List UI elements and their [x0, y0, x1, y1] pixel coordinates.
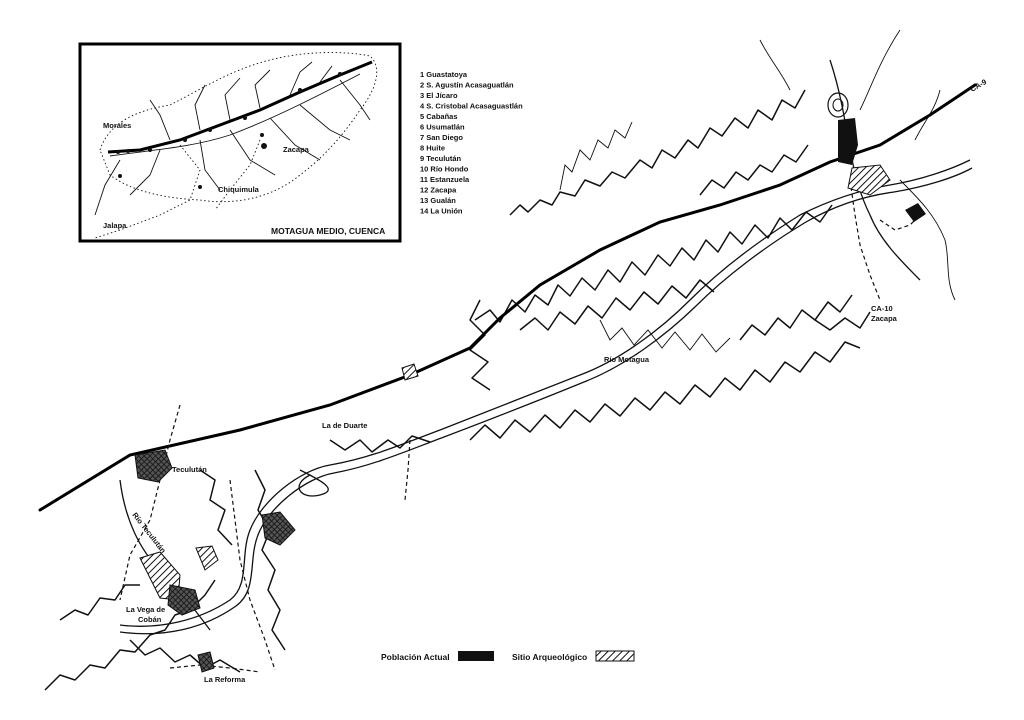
index-item: 2 S. Agustín Acasaguatlán — [420, 81, 514, 90]
contour-north — [509, 89, 806, 216]
label-rio-teculutan: Río Teculután — [130, 511, 168, 556]
contour-north-2 — [699, 144, 809, 196]
index-item: 3 El Jícaro — [420, 91, 458, 100]
site-south-central — [261, 511, 296, 546]
label-rio-motagua: Río Motagua — [604, 355, 650, 364]
index-item: 13 Gualán — [420, 196, 456, 205]
inset-map: Morales Zacapa Chiquimula Jalapa MOTAGUA… — [78, 42, 402, 243]
legend: Población Actual Sitio Arqueológico — [381, 650, 635, 662]
road-dashed-east — [879, 214, 921, 231]
inset-tributaries — [94, 61, 371, 216]
label-la-reforma: La Reforma — [204, 675, 246, 684]
town-zacapa-hill-inner — [832, 98, 844, 112]
contour-north-3 — [559, 121, 633, 191]
rio-motagua-bank — [119, 167, 973, 635]
town-east — [905, 203, 926, 222]
inset-title: MOTAGUA MEDIO, CUENCA — [271, 226, 385, 236]
road-dashed-reforma — [169, 664, 261, 673]
index-item: 6 Usumatlán — [420, 123, 465, 132]
index-item: 11 Estanzuela — [420, 175, 470, 184]
label-ca9: CA-9 — [969, 77, 989, 94]
label-la-vega-2: Cobán — [138, 615, 162, 624]
index-item: 9 Teculután — [420, 154, 462, 163]
legend-swatch-poblacion — [458, 651, 494, 661]
inset-label-morales: Morales — [103, 121, 131, 130]
label-teculutan: Teculután — [172, 465, 207, 474]
river-oxbow — [298, 469, 329, 497]
site-la-vega-2 — [167, 584, 201, 616]
inset-label-jalapa: Jalapa — [103, 221, 127, 230]
contour-middle-fingers — [599, 319, 731, 353]
index-item: 8 Huite — [420, 144, 445, 153]
label-la-vega-1: La Vega de — [126, 605, 165, 614]
label-ca10: CA-10 — [871, 304, 893, 313]
inset-label-zacapa: Zacapa — [283, 145, 310, 154]
contour-middle-2 — [519, 279, 715, 331]
site-reforma — [197, 651, 215, 673]
contour-south — [469, 341, 861, 441]
label-la-de-duarte: La de Duarte — [322, 421, 367, 430]
rio-motagua — [119, 159, 971, 627]
town-zacapa — [838, 118, 858, 165]
inset-towns — [116, 72, 342, 189]
inset-river — [109, 73, 361, 157]
index-list: 1 Guastatoya 2 S. Agustín Acasaguatlán 3… — [420, 70, 523, 216]
legend-label-sitio: Sitio Arqueológico — [512, 652, 587, 662]
index-item: 12 Zacapa — [420, 186, 457, 195]
road-ca10 — [849, 179, 881, 301]
inset-road-zacapa — [214, 139, 261, 211]
label-zacapa: Zacapa — [871, 314, 898, 323]
inset-label-chiquimula: Chiquimula — [218, 185, 260, 194]
inset-road-south — [94, 144, 201, 239]
contour-sw-2 — [59, 584, 140, 621]
road-dashed-west — [119, 404, 181, 601]
contour-west-low — [329, 435, 431, 453]
inset-frame — [78, 42, 402, 243]
river-east — [899, 179, 956, 301]
legend-swatch-sitio — [595, 650, 635, 662]
inset-road — [107, 60, 373, 154]
contour-sw-3 — [129, 639, 241, 673]
index-item: 1 Guastatoya — [420, 70, 468, 79]
contour-sw-4 — [254, 469, 286, 651]
legend-label-poblacion: Población Actual — [381, 652, 450, 662]
road-dashed-duarte — [404, 439, 411, 501]
main-map: CA-9 CA-10 Zacapa Río Motagua La de Duar… — [38, 29, 989, 691]
index-item: 10 Río Hondo — [420, 165, 469, 174]
site-highway — [401, 363, 419, 381]
site-tec-river — [195, 545, 219, 571]
contour-west-central — [469, 299, 491, 391]
contour-middle — [474, 204, 833, 323]
site-zacapa — [847, 164, 891, 196]
contour-east — [814, 311, 871, 331]
town-zacapa-hill — [827, 92, 849, 118]
road-dashed-south — [229, 479, 276, 671]
index-item: 4 S. Cristobal Acasaguastlán — [420, 102, 523, 111]
index-item: 14 La Unión — [420, 207, 463, 216]
index-item: 7 San Diego — [420, 133, 463, 142]
contour-south-2 — [739, 294, 853, 341]
inset-basin-outline — [99, 52, 378, 203]
site-teculutan — [134, 449, 173, 483]
index-item: 5 Cabañas — [420, 112, 458, 121]
contour-sw-5 — [199, 469, 233, 546]
